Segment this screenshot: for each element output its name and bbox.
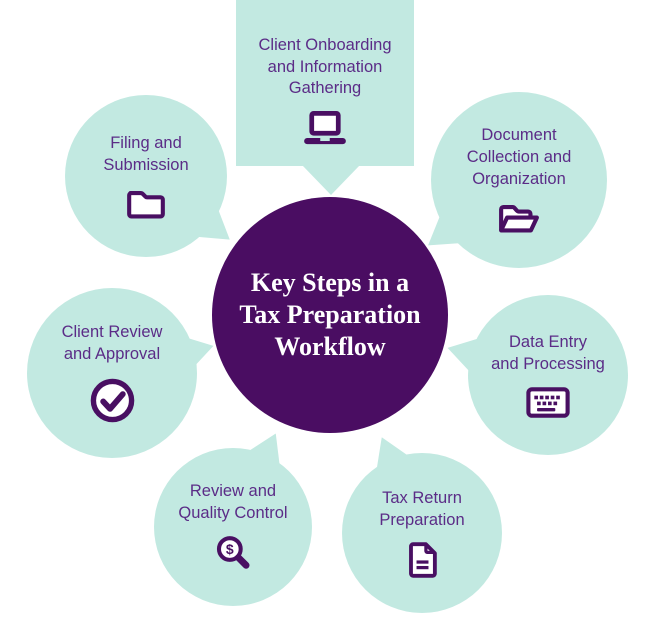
step-label: Data Entry and Processing: [491, 333, 605, 373]
step-label: Client Onboarding and Information Gather…: [258, 35, 392, 98]
check-circle-icon: [89, 377, 136, 424]
center-circle: Key Steps in a Tax Preparation Workflow: [212, 197, 448, 433]
step-bubble-document-collection: Document Collection and Organization: [431, 92, 607, 268]
step-label: Client Review and Approval: [61, 323, 163, 363]
step-bubble-data-entry: Data Entry and Processing: [468, 295, 628, 455]
step-label: Review and Quality Control: [178, 481, 288, 522]
step-label: Filing and Submission: [103, 134, 189, 174]
diagram-title: Key Steps in a Tax Preparation Workflow: [239, 268, 421, 361]
step-bubble-client-onboarding: Client Onboarding and Information Gather…: [236, 0, 414, 166]
step-bubble-tax-return: Tax Return Preparation: [342, 453, 502, 613]
document-icon: [408, 542, 437, 578]
step-label: Tax Return Preparation: [379, 488, 465, 529]
step-bubble-filing-submission: Filing and Submission: [65, 95, 227, 257]
folder-icon: [126, 188, 166, 219]
laptop-icon: [302, 111, 348, 147]
svg-text:$: $: [226, 541, 234, 557]
open-folder-icon: [497, 202, 541, 235]
bubble-tail-onboarding: [302, 165, 360, 195]
keyboard-icon: [526, 386, 570, 418]
step-label: Document Collection and Organization: [466, 126, 572, 188]
step-bubble-review-quality: Review and Quality Control $: [154, 448, 312, 606]
magnifier-dollar-icon: $: [214, 535, 252, 573]
step-bubble-client-review: Client Review and Approval: [27, 288, 197, 458]
